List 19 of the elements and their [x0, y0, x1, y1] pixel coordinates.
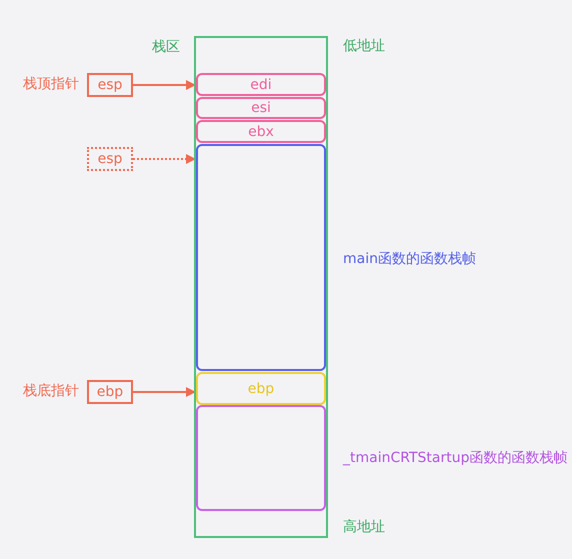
register-box: ebx — [196, 120, 326, 143]
register-box: esi — [196, 97, 326, 119]
annotation: 栈顶指针 — [23, 75, 79, 93]
arrow — [133, 387, 196, 397]
arrow — [133, 80, 196, 90]
register-box: ebp — [87, 380, 133, 404]
register-box: edi — [196, 73, 326, 96]
register-box: esp — [87, 147, 133, 171]
annotation: main函数的函数栈帧 — [343, 250, 476, 268]
stack-title: 栈区 — [152, 38, 180, 56]
arrow — [133, 154, 196, 164]
stack-frame — [196, 405, 326, 511]
address-label: 低地址 — [343, 37, 385, 55]
register-box: ebp — [196, 372, 326, 405]
stack-frame — [196, 144, 326, 371]
address-label: 高地址 — [343, 518, 385, 536]
annotation: _tmainCRTStartup函数的函数栈帧 — [343, 449, 568, 467]
register-box: esp — [87, 73, 133, 97]
annotation: 栈底指针 — [23, 382, 79, 400]
